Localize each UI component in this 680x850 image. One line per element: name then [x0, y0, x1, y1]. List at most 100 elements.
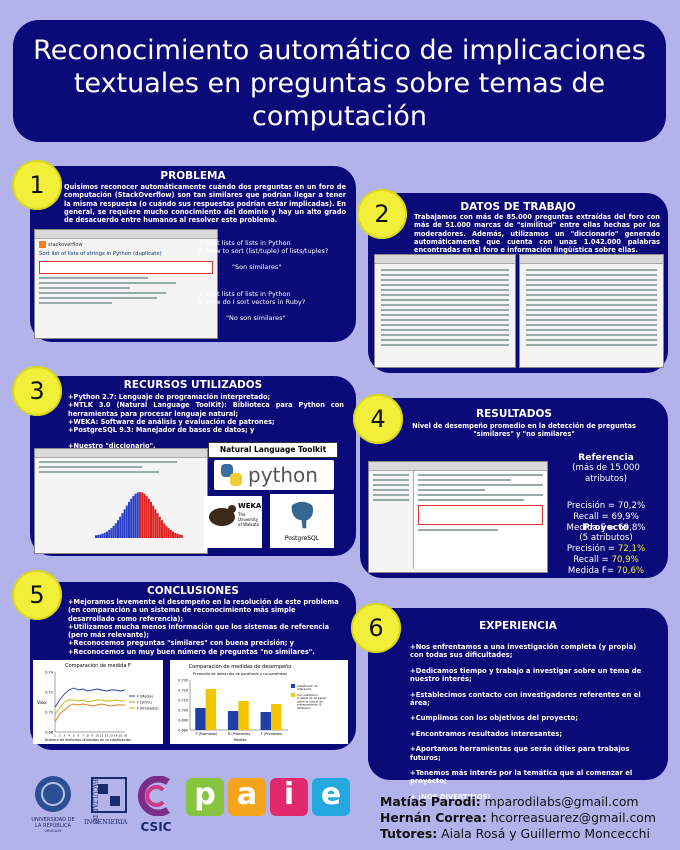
histogram-bar — [167, 528, 170, 538]
legend-label: F (Promedio) — [137, 706, 159, 710]
x-tick-label: 10 — [95, 734, 99, 738]
section-number-5: 5 — [12, 570, 62, 620]
histogram-bar — [106, 531, 108, 538]
x-tick-label: 3 — [63, 734, 65, 738]
y-tick-label: 0.710 — [178, 699, 188, 703]
list-item: +Dedicamos tiempo y trabajo a investigar… — [410, 666, 642, 684]
x-tick-label: 11 — [100, 734, 104, 738]
resultados-title: RESULTADOS — [476, 408, 552, 420]
histogram-bar — [141, 492, 144, 538]
histogram-bar — [108, 530, 111, 538]
chart1-axes — [54, 672, 125, 733]
csic-icon — [137, 775, 170, 817]
x-tick-label: 15 — [118, 734, 122, 738]
python-logo: python — [214, 460, 334, 490]
y-tick-label: 0.680 — [178, 729, 188, 733]
x-tick-label: 6 — [77, 734, 79, 738]
poster-title: Reconocimiento automático de implicacion… — [33, 35, 646, 132]
legend-line: sobre el corpus de — [297, 699, 323, 703]
histogram-bars — [95, 492, 183, 538]
legend-line: cruzada de 10 pasos — [297, 696, 327, 700]
title-panel: Reconocimiento automático de implicacion… — [13, 20, 666, 142]
histogram-bar — [158, 516, 161, 538]
histogram-bar — [150, 501, 152, 538]
nltk-logo: Natural Language Toolkit — [208, 442, 338, 458]
stackoverflow-icon — [39, 241, 46, 248]
chart2-title: Comparación de medidas de desempeño — [189, 663, 292, 670]
datos-title: DATOS DE TRABAJO — [460, 201, 576, 213]
histogram-bar — [169, 530, 172, 538]
histogram-bar — [101, 533, 104, 538]
x-tick-label: 13 — [109, 734, 113, 738]
author1-email: mparodilabs@gmail.com — [484, 794, 639, 809]
chart1-title: Comparación de medida F — [65, 662, 131, 669]
x-tick-label: R (Promedio) — [228, 732, 251, 736]
histogram-bar — [163, 523, 166, 538]
problema-text: Quisimos reconocer automáticamente cuánd… — [64, 183, 346, 225]
conclusiones-list: +Mejoramos levemente el desempeño en la … — [68, 598, 339, 656]
author1-name: Matías Parodi: — [380, 794, 481, 809]
histogram-bar — [128, 501, 130, 538]
histogram-bar — [97, 534, 100, 538]
histogram-bar — [145, 495, 148, 538]
histogram-bar — [172, 531, 174, 538]
conclusiones-title: CONCLUSIONES — [147, 585, 239, 597]
questions-table-screenshot — [374, 254, 516, 368]
x-tick-label: 4 — [68, 734, 70, 738]
section-recursos: RECURSOS UTILIZADOS +Python 2.7: Lenguaj… — [30, 376, 356, 556]
legend-swatch — [291, 693, 295, 697]
x-tick-label: F (Promedio) — [261, 732, 283, 736]
y-tick-label: 0.74 — [45, 671, 54, 675]
legend-line: Con validación — [297, 693, 318, 697]
histogram-bar — [134, 493, 137, 538]
chart2-xlabel: Medida — [233, 738, 246, 742]
y-tick-label: 0.720 — [178, 689, 188, 693]
histogram-bar — [147, 498, 150, 538]
histogram-bar — [174, 532, 177, 538]
problema-title: PROBLEMA — [160, 170, 226, 182]
tutors-names: Aiala Rosá y Guillermo Moncecchi — [441, 826, 650, 841]
chart2-subtitle: Promedio de detección de parafrasis y no… — [193, 672, 287, 676]
example-not-similar: 1: Sort lists of lists in Python 2: How … — [198, 290, 306, 322]
weka-results-screenshot — [368, 461, 548, 573]
chart-performance-bars: Comparación de medidas de desempeño Prom… — [170, 660, 348, 744]
bar — [260, 712, 272, 730]
histogram-bar — [154, 509, 157, 538]
bar — [205, 689, 217, 730]
histogram-bar — [143, 493, 146, 538]
histogram-bar — [110, 528, 113, 538]
x-tick-label: P (Promedio) — [195, 732, 217, 736]
legend-line: entrenamiento (5 — [297, 703, 322, 707]
legend-label: F (Simil.) — [137, 700, 153, 704]
histogram-bar — [103, 532, 106, 538]
series-line — [54, 687, 126, 708]
section-experiencia: EXPERIENCIA +Nos enfrentamos a una inves… — [368, 608, 668, 801]
author2-email: hcorreasuarez@gmail.com — [490, 810, 656, 825]
fing-icon — [91, 777, 127, 813]
x-tick-label: 5 — [73, 734, 75, 738]
section-datos: DATOS DE TRABAJO Trabajamos con más de 8… — [368, 193, 668, 373]
series-line — [54, 703, 125, 723]
histogram-bar — [176, 533, 179, 538]
reference-results: Referencia (más de 15.000 atributos) Pre… — [566, 452, 646, 533]
list-item: +Aportamos herramientas que serán útiles… — [410, 745, 630, 762]
series-line — [54, 699, 125, 715]
y-tick-label: 0.70 — [45, 711, 53, 715]
histogram-bar — [114, 523, 117, 538]
histogram-bar — [95, 535, 97, 538]
histogram-bar — [136, 492, 139, 538]
experiencia-list: +Nos enfrentamos a una investigación com… — [410, 643, 652, 808]
list-item: +Tenemos más interés por la temática que… — [410, 769, 633, 786]
x-tick-label: 12 — [104, 734, 108, 738]
chart2-bars — [195, 689, 282, 730]
histogram-bar — [139, 492, 141, 538]
section-conclusiones: CONCLUSIONES +Mejoramos levemente el des… — [30, 582, 356, 750]
legend-line: referencia — [297, 687, 311, 691]
list-item: +Encontramos resultados interesantes; — [410, 729, 563, 738]
bar — [195, 708, 206, 730]
udelar-seal-icon — [35, 776, 71, 812]
